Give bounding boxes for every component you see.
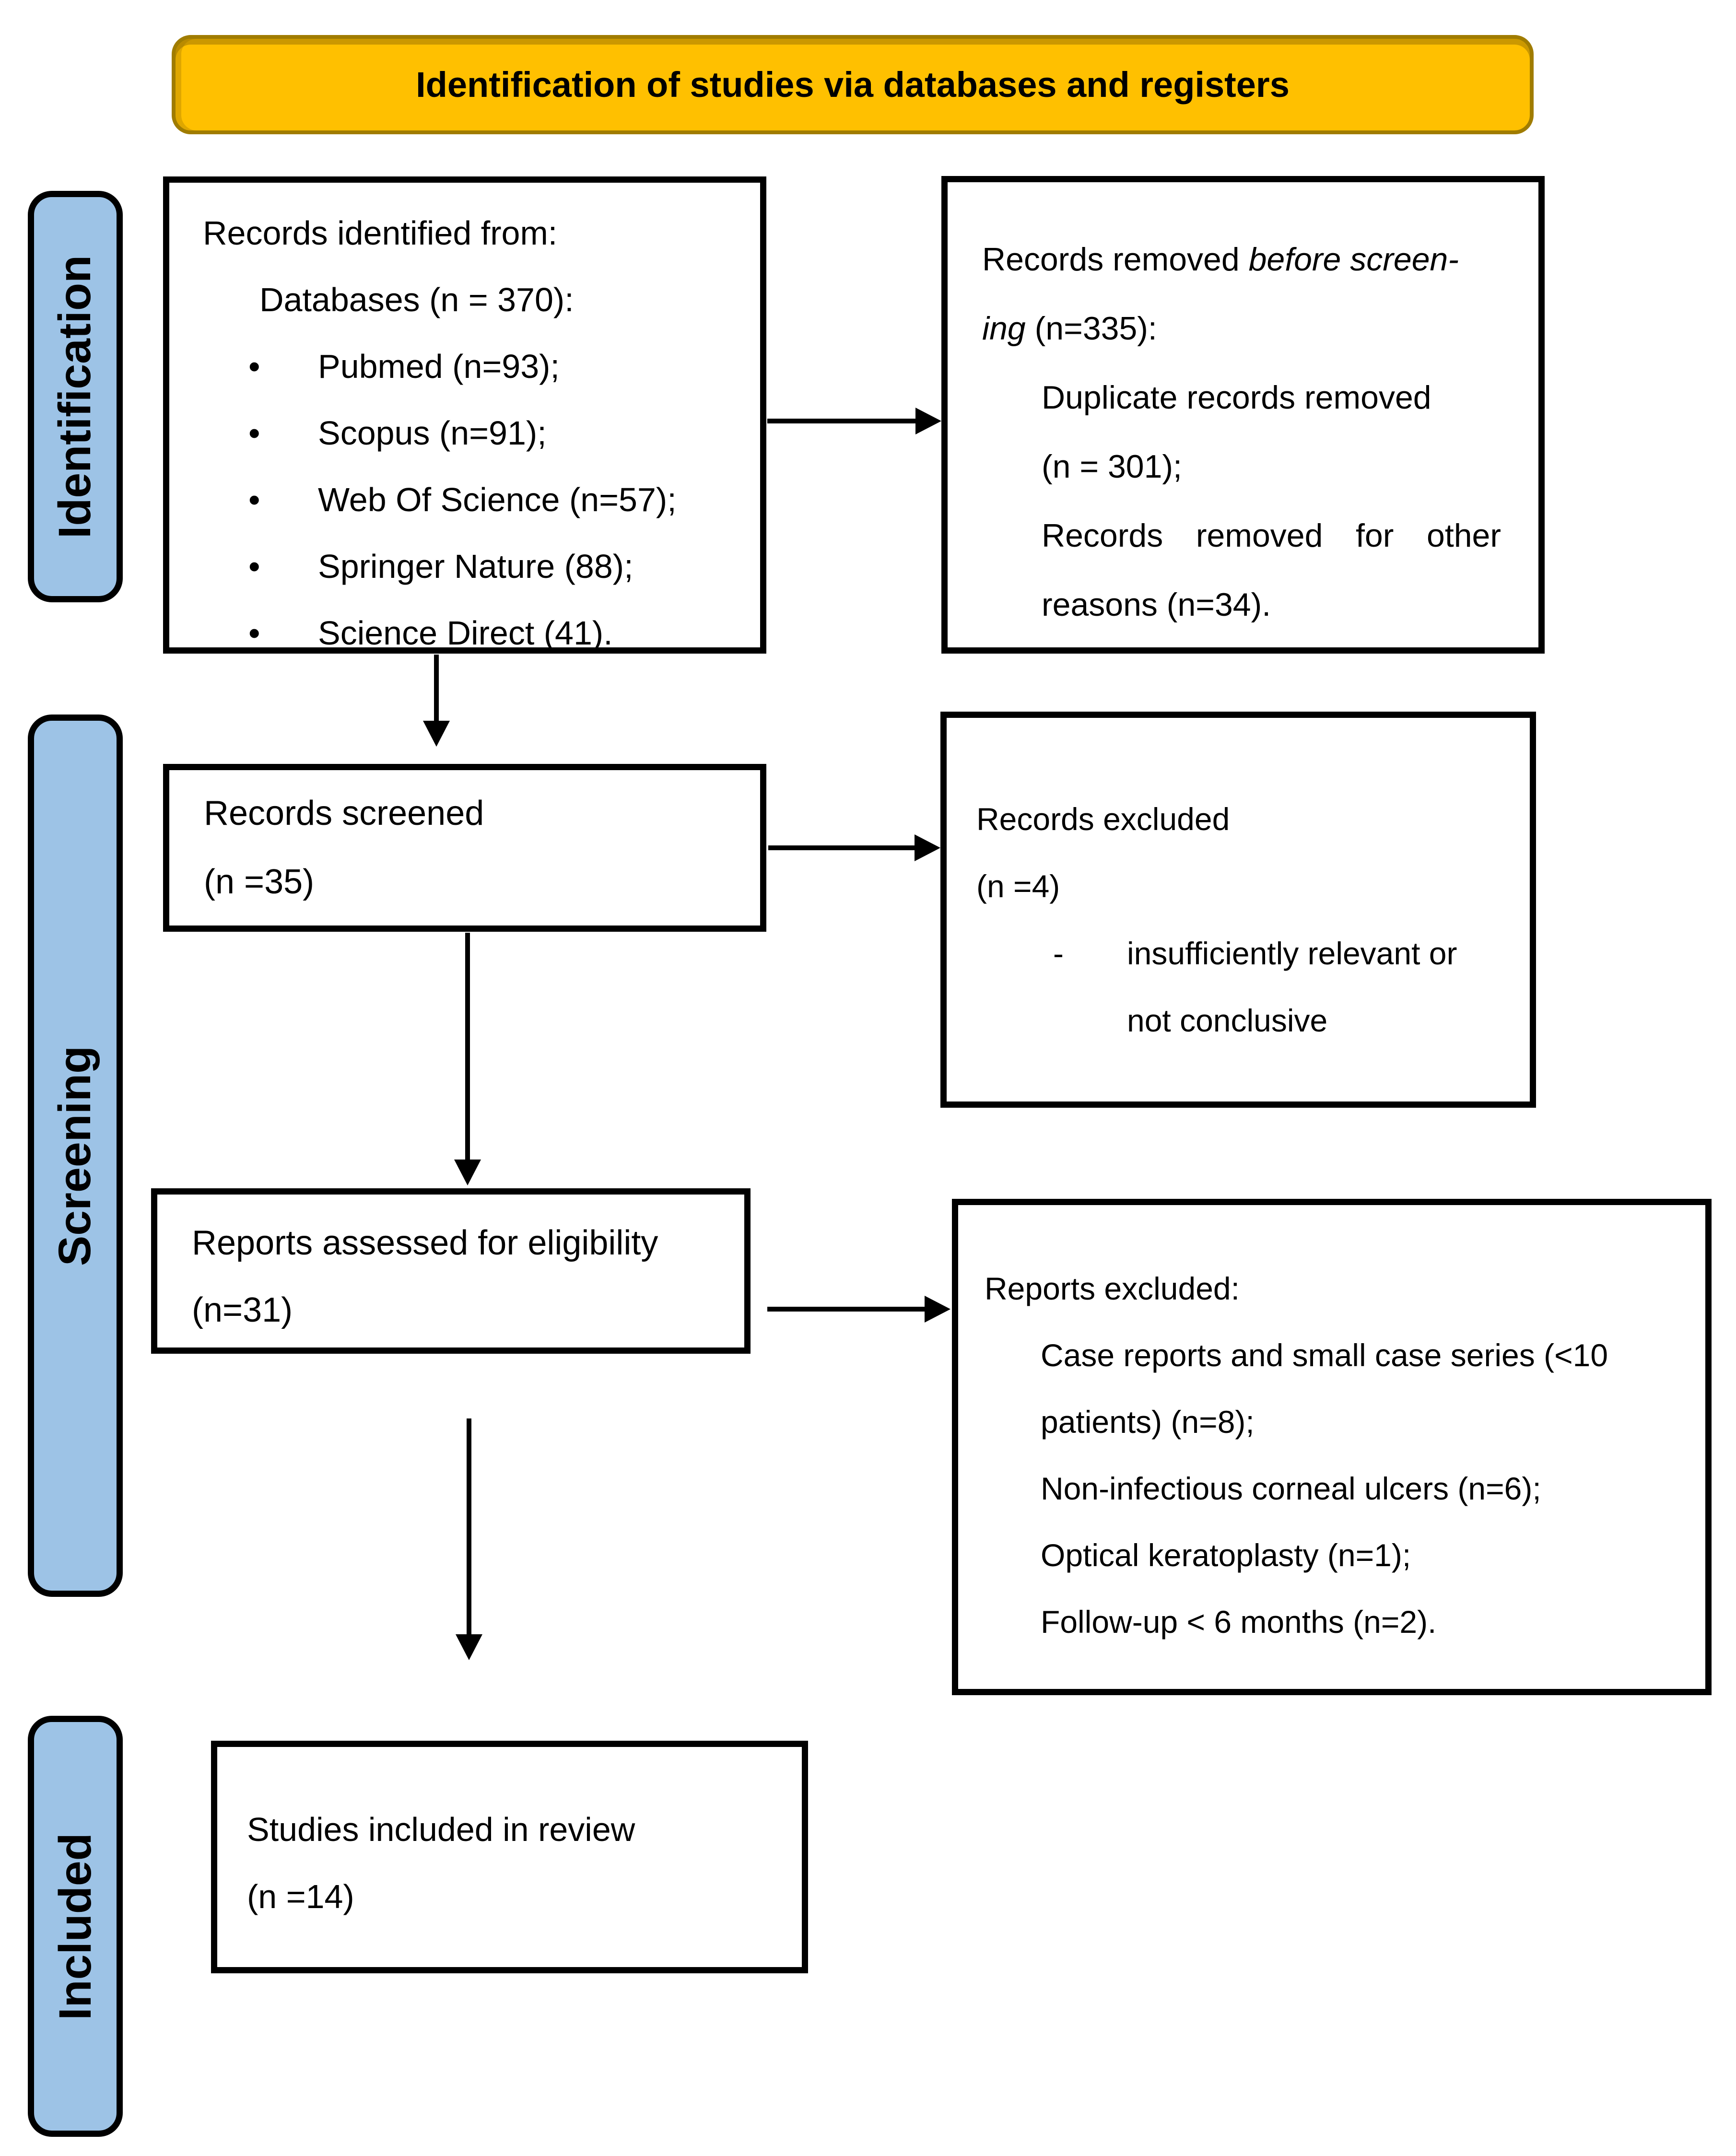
list-item: • Pubmed (n=93); [248,333,746,400]
records-removed-line2-normal: (n=335): [1025,310,1157,347]
box-records-excluded: Records excluded (n =4) - insufficiently… [940,712,1536,1108]
records-excluded-title: Records excluded [976,801,1230,837]
stage-label-identification: Identification [28,191,123,602]
database-pubmed: Pubmed (n=93); [318,348,560,385]
exclusion-reason-line1: - insufficiently relevant or [1053,920,1511,987]
database-springer-nature: Springer Nature (88); [318,548,633,585]
reports-assessed-count: (n=31) [192,1291,293,1329]
box-studies-included: Studies included in review (n =14) [211,1741,808,1973]
arrow-down-icon [423,721,450,747]
arrow-right-icon [915,408,941,434]
box-records-identified: Records identified from: Databases (n = … [163,176,766,654]
records-screened-title: Records screened [204,794,484,832]
box-records-removed: Records removed before screen- ing (n=33… [941,176,1545,654]
box-records-screened: Records screened (n =35) [163,764,766,932]
list-item: • Scopus (n=91); [248,400,746,467]
reports-assessed-title: Reports assessed for eligibility [192,1224,658,1262]
records-removed-line2-italic: ing [982,310,1026,347]
box-reports-assessed: Reports assessed for eligibility (n=31) [151,1188,751,1354]
stage-label-included-text: Included [49,1832,101,2020]
database-science-direct: Science Direct (41). [318,614,613,652]
records-removed-line1-italic: before screen- [1248,241,1459,278]
excluded-case-reports-line1: Case reports and small case series (<10 [1041,1337,1608,1373]
arrow-assessed-to-reports-excluded-stem [767,1307,927,1312]
database-scopus: Scopus (n=91); [318,414,547,452]
list-item: • Springer Nature (88); [248,533,746,600]
other-reasons-line1: Records removed for other [1042,517,1501,554]
excluded-follow-up: Follow-up < 6 months (n=2). [1041,1604,1437,1640]
records-removed-line2: ing (n=335): [982,294,1510,363]
records-removed-line1-normal: Records removed [982,241,1249,278]
excluded-optical-keratoplasty: Optical keratoplasty (n=1); [1041,1537,1411,1573]
reports-excluded-title: Reports excluded: [985,1271,1240,1306]
arrow-right-icon [925,1296,950,1323]
exclusion-reason-text2: not conclusive [1127,1003,1328,1038]
stage-label-included: Included [28,1716,123,2137]
records-screened-count: (n =35) [204,863,315,901]
duplicates-removed-line2: (n = 301); [1042,448,1182,485]
duplicates-removed-line1: Duplicate records removed [1042,379,1431,416]
exclusion-reason-text1: insufficiently relevant or [1127,936,1457,971]
bullet-icon: • [248,414,260,452]
database-web-of-science: Web Of Science (n=57); [318,481,677,518]
bullet-icon: • [248,348,260,385]
list-item: • Web Of Science (n=57); [248,467,746,533]
arrow-screened-to-assessed-stem [465,933,470,1160]
arrow-assessed-to-included-stem [467,1418,471,1635]
other-reasons-line2: reasons (n=34). [1042,586,1271,623]
records-identified-line2: Databases (n = 370): [259,281,574,318]
dash-spacer [1053,987,1127,1054]
arrow-down-icon [456,1634,482,1660]
studies-included-count: (n =14) [247,1878,354,1915]
banner-title: Identification of studies via databases … [172,35,1534,134]
excluded-non-infectious: Non-infectious corneal ulcers (n=6); [1041,1471,1541,1506]
arrow-identified-to-removed-stem [767,419,917,423]
arrow-screened-to-excluded-stem [768,845,917,850]
arrow-right-icon [915,834,940,861]
banner-title-text: Identification of studies via databases … [416,65,1290,105]
excluded-case-reports-line2: patients) (n=8); [1041,1404,1255,1440]
bullet-icon: • [248,614,260,652]
exclusion-reason-line2: not conclusive [1053,987,1511,1054]
stage-label-screening: Screening [28,715,123,1597]
studies-included-title: Studies included in review [247,1811,635,1848]
bullet-icon: • [248,481,260,518]
list-item: • Science Direct (41). [248,600,746,667]
arrow-down-icon [454,1160,481,1185]
records-removed-line1: Records removed before screen- [982,225,1510,294]
stage-label-screening-text: Screening [49,1045,101,1266]
records-identified-line1: Records identified from: [203,214,558,252]
records-excluded-count: (n =4) [976,868,1060,904]
box-reports-excluded: Reports excluded: Case reports and small… [952,1199,1712,1695]
bullet-icon: • [248,548,260,585]
stage-label-identification-text: Identification [49,255,101,539]
arrow-identified-to-screened-stem [434,655,439,722]
dash-marker: - [1053,936,1064,971]
